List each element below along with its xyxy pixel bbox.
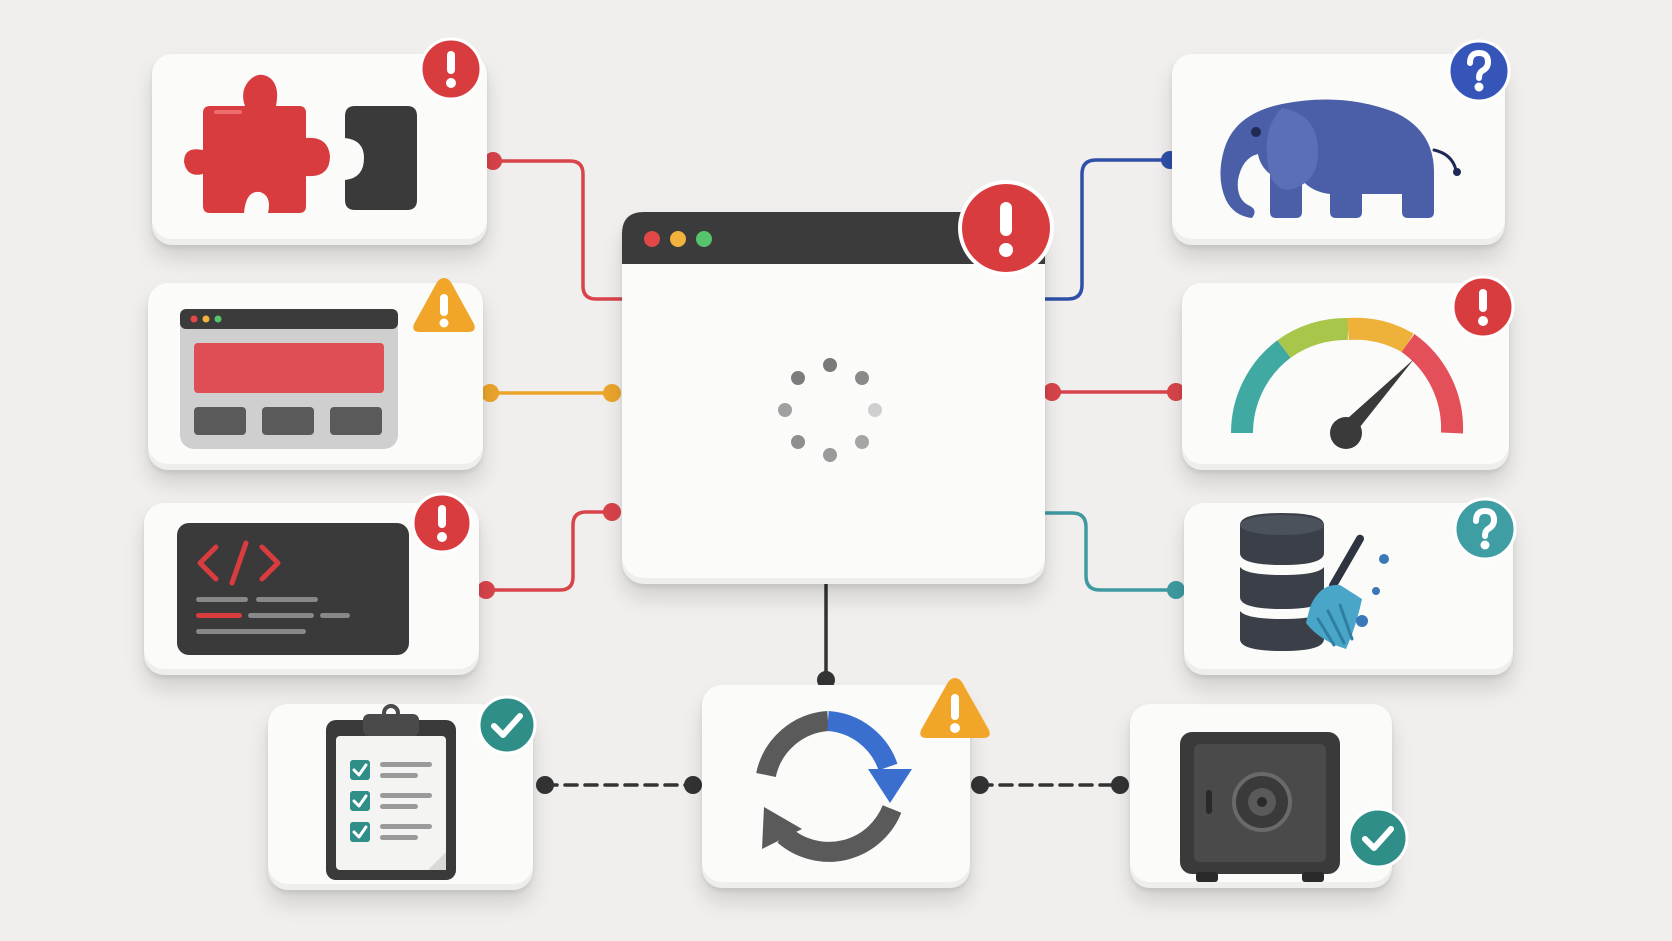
link-endpoint [536, 776, 554, 794]
link-endpoint [603, 384, 621, 402]
link-code [484, 510, 614, 592]
performance-card[interactable] [1182, 283, 1509, 470]
link-database [1043, 511, 1178, 592]
link-endpoint [817, 671, 835, 689]
elephant-icon [1220, 99, 1461, 218]
loading-spinner-icon [778, 358, 882, 462]
warning-badge-icon [920, 678, 990, 738]
clipboard-checklist-icon [326, 704, 456, 880]
link-php [1043, 158, 1172, 301]
error-badge-icon [411, 492, 473, 554]
link-endpoint [603, 503, 621, 521]
sync-card[interactable] [702, 685, 970, 888]
vault-card[interactable] [1130, 704, 1392, 888]
error-badge-icon [419, 37, 483, 101]
web-layout-icon [180, 309, 398, 449]
check-badge-icon [1347, 807, 1409, 869]
window-minimize-dot [670, 231, 686, 247]
browser-title-bar [622, 212, 1045, 264]
window-close-dot [644, 231, 660, 247]
sync-arrows-icon [756, 711, 912, 862]
link-endpoint [481, 384, 499, 402]
check-badge-icon [477, 695, 537, 755]
browser-window-card [622, 212, 1045, 584]
link-endpoint [684, 776, 702, 794]
safe-vault-icon [1180, 732, 1340, 882]
link-endpoint [1043, 383, 1061, 401]
link-plugin [491, 159, 624, 301]
error-badge-icon [958, 180, 1054, 276]
link-endpoint [971, 776, 989, 794]
database-cleanup-icon [1240, 513, 1389, 651]
window-maximize-dot [696, 231, 712, 247]
link-endpoint [1167, 581, 1185, 599]
code-editor-icon [177, 523, 409, 655]
php-card[interactable] [1172, 54, 1505, 245]
link-endpoint [477, 581, 495, 599]
question-badge-icon [1453, 497, 1517, 561]
link-endpoint [484, 152, 502, 170]
puzzle-piece-icon [184, 74, 417, 213]
question-badge-icon [1447, 39, 1511, 103]
warning-badge-icon [413, 278, 475, 332]
error-badge-icon [1451, 275, 1515, 339]
link-endpoint [1111, 776, 1129, 794]
browser-window [622, 212, 1045, 462]
link-endpoint [1167, 383, 1185, 401]
speedometer-icon [1231, 317, 1464, 449]
